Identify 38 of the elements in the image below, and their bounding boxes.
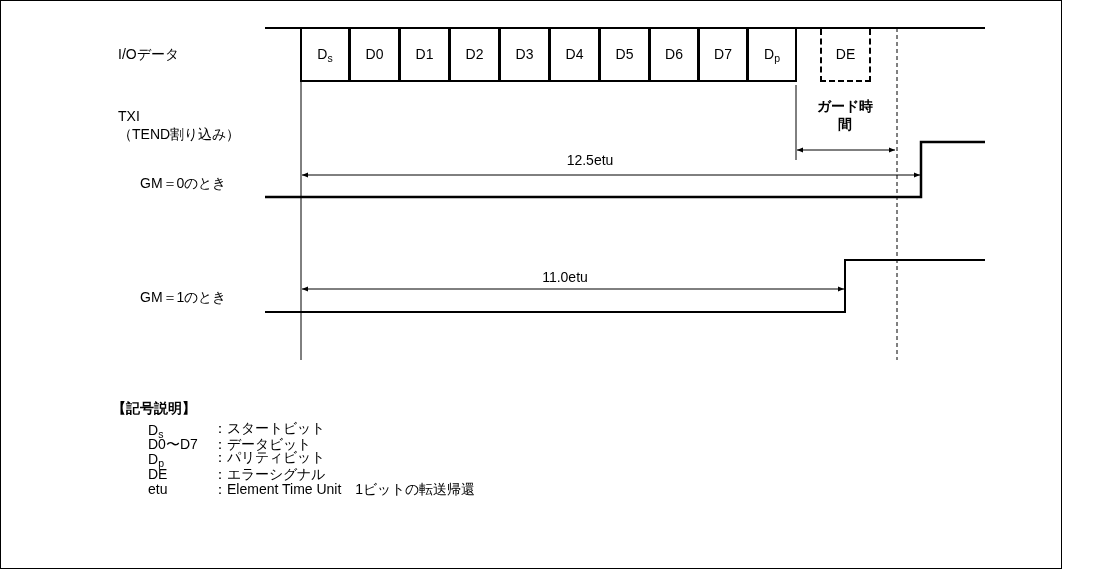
signal-name: I/Oデータ	[118, 46, 180, 64]
bit-cell	[549, 27, 600, 82]
signal-name: GM＝1のとき	[140, 289, 228, 307]
bit-label: D$_{s}$	[317, 45, 333, 65]
bit-cell	[698, 27, 748, 82]
legend-symbol: D$_{p}$	[148, 451, 165, 469]
bit-cell	[820, 29, 871, 82]
bit-cell	[399, 27, 450, 82]
legend-symbol: D$_{s}$	[148, 422, 164, 440]
bit-cell	[599, 27, 650, 82]
bit-cell	[499, 27, 550, 82]
legend-symbol: etu	[148, 481, 169, 499]
bit-label: DE	[835, 45, 856, 64]
bit-cell	[649, 27, 699, 82]
bit-label: D6	[665, 45, 683, 64]
bit-label: D4	[565, 45, 584, 64]
legend-description: ：Element Time Unit 1ビットの転送帰還	[213, 481, 477, 499]
bit-label: D$_{p}$	[764, 45, 780, 65]
bit-label: D0	[365, 45, 384, 64]
bit-cell	[449, 27, 500, 82]
bit-cell	[747, 27, 797, 82]
signal-name: GM＝0のとき	[140, 175, 228, 193]
legend-heading: 【記号説明】	[112, 400, 197, 418]
bit-label: D2	[465, 45, 484, 64]
legend-description: ：スタートビット	[213, 420, 326, 438]
legend-description: ：エラーシグナル	[213, 466, 326, 483]
bit-label: D5	[615, 45, 634, 64]
dimension-label: 12.5etu	[565, 152, 615, 170]
bit-cell	[300, 27, 350, 82]
signal-name: TXI	[118, 108, 141, 126]
bit-cell	[349, 27, 400, 82]
signal-name: （TEND割り込み）	[118, 126, 242, 144]
bit-label: D3	[515, 45, 534, 64]
bit-label: D7	[714, 45, 732, 64]
dimension-label: ガード時間	[816, 98, 874, 133]
bit-label: D1	[415, 45, 434, 64]
legend-description: ：データビット	[213, 436, 312, 452]
dimension-label: 11.0etu	[541, 269, 589, 287]
